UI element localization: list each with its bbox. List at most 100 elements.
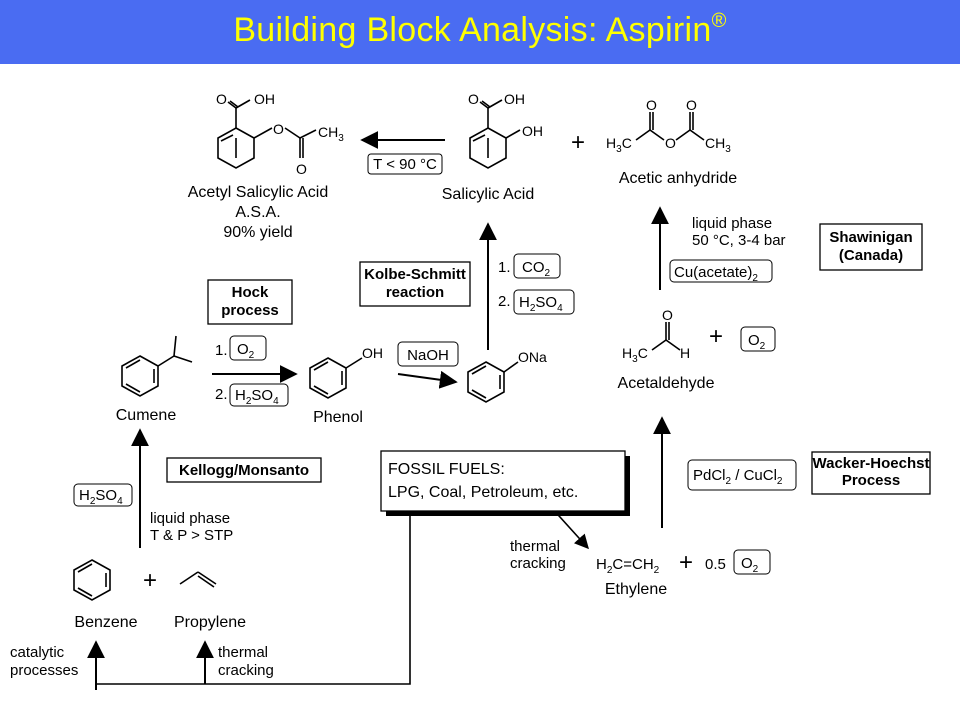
hock-step1-num: 1. xyxy=(215,342,228,359)
acetaldehyde-h3c: H3C xyxy=(622,345,648,365)
phenoxide-ona: ONa xyxy=(518,349,547,365)
o2-box-hock xyxy=(229,335,267,361)
reaction-scheme: O OH O O CH3 Acetyl Salicylic Acid A.S.A… xyxy=(10,91,931,690)
asa-oh: OH xyxy=(254,91,275,107)
anhydride-bridge-o: O xyxy=(665,135,676,151)
thermal-cracking-prop-1: thermal xyxy=(218,644,268,661)
h2so4-label-hock: H2SO4 xyxy=(235,387,279,407)
kolbe-step1-num: 1. xyxy=(498,259,511,276)
benzene-name: Benzene xyxy=(74,614,137,631)
o2-label-acetaldehyde: O2 xyxy=(748,332,766,352)
kolbe-box xyxy=(359,261,471,307)
o2-box-acetaldehyde xyxy=(740,326,776,352)
thermal-cracking-ethylene-2: cracking xyxy=(510,555,566,572)
acetaldehyde-h: H xyxy=(680,345,690,361)
plus-salicylic: + xyxy=(571,129,585,156)
shawinigan-line2: (Canada) xyxy=(839,247,903,264)
acetaldehyde-o: O xyxy=(662,307,673,323)
fossil-box xyxy=(380,450,626,512)
hock-box xyxy=(207,279,293,325)
kolbe-step2-num: 2. xyxy=(498,293,511,310)
cumene-name: Cumene xyxy=(116,407,177,424)
registered-mark: ® xyxy=(711,10,727,32)
ethylene-formula: H2C=CH2 xyxy=(596,556,660,576)
o2-label-hock: O2 xyxy=(237,341,255,361)
salicylic-oh1: OH xyxy=(504,91,525,107)
kellogg-box xyxy=(166,457,322,483)
anhydride-condition-2: 50 °C, 3-4 bar xyxy=(692,232,786,249)
wacker-line2: Process xyxy=(842,472,900,489)
fossil-line2: LPG, Coal, Petroleum, etc. xyxy=(388,484,578,501)
title-label: Building Block Analysis: Aspirin xyxy=(233,11,712,49)
asa-ch3: CH3 xyxy=(318,124,344,144)
anhydride-structure xyxy=(635,112,705,141)
h2so4-box-cumene xyxy=(73,483,133,507)
shawinigan-line1: Shawinigan xyxy=(829,229,912,246)
anhydride-name: Acetic anhydride xyxy=(619,170,737,187)
cumene-structure xyxy=(121,335,193,397)
salicylic-name: Salicylic Acid xyxy=(442,186,534,203)
kolbe-line1: Kolbe-Schmitt xyxy=(364,266,466,283)
pdcl2-box xyxy=(687,459,797,491)
asa-yield: 90% yield xyxy=(223,224,292,241)
salicylic-oh2: OH xyxy=(522,123,543,139)
asa-ester-o: O xyxy=(273,121,284,137)
liquid-phase-line2: T & P > STP xyxy=(150,527,233,544)
plus-acetaldehyde: + xyxy=(709,323,723,350)
anhydride-o2: O xyxy=(686,97,697,113)
salicylic-structure xyxy=(469,99,521,169)
hock-line2: process xyxy=(221,302,279,319)
anhydride-ch3: CH3 xyxy=(705,135,731,155)
salicylic-carbonyl-o: O xyxy=(468,91,479,107)
asa-acyl-o: O xyxy=(296,161,307,177)
asa-name: Acetyl Salicylic Acid xyxy=(188,184,329,201)
propylene-structure xyxy=(179,571,217,588)
wacker-box xyxy=(811,451,931,495)
wacker-line1: Wacker-Hoechst xyxy=(813,455,930,472)
acetaldehyde-structure xyxy=(651,322,681,351)
h2so4-label-kolbe: H2SO4 xyxy=(519,294,563,314)
phenol-name: Phenol xyxy=(313,409,363,426)
ethylene-name: Ethylene xyxy=(605,581,667,598)
co2-label: CO2 xyxy=(522,259,551,279)
anhydride-h3c: H3C xyxy=(606,135,632,155)
anhydride-o1: O xyxy=(646,97,657,113)
h2so4-box-kolbe xyxy=(513,289,575,315)
o2-coefficient: 0.5 xyxy=(705,556,726,573)
pdcl2-label: PdCl2 / CuCl2 xyxy=(693,467,783,487)
phenoxide-structure xyxy=(467,361,519,403)
h2so4-box-hock xyxy=(229,383,289,407)
naoh-box xyxy=(397,341,459,367)
asa-condition: T < 90 °C xyxy=(373,156,437,173)
catalytic-line2: processes xyxy=(10,662,78,679)
title-bar: Building Block Analysis: Aspirin® xyxy=(0,0,960,64)
cu-acetate-label: Cu(acetate)2 xyxy=(674,264,758,284)
liquid-phase-line1: liquid phase xyxy=(150,510,230,527)
h2so4-label-cumene: H2SO4 xyxy=(79,487,123,507)
page-title: Building Block Analysis: Aspirin® xyxy=(0,10,960,50)
co2-box xyxy=(513,253,561,279)
anhydride-condition-1: liquid phase xyxy=(692,215,772,232)
kellogg-label: Kellogg/Monsanto xyxy=(179,462,309,479)
asa-condition-box xyxy=(367,153,443,175)
hock-line1: Hock xyxy=(232,284,269,301)
o2-box-ethylene xyxy=(733,549,771,575)
asa-abbr: A.S.A. xyxy=(235,204,280,221)
benzene-structure xyxy=(73,559,111,601)
asa-structure xyxy=(217,99,317,169)
feed-line xyxy=(96,511,411,685)
naoh-label: NaOH xyxy=(407,347,449,364)
plus-benzene: + xyxy=(143,567,157,594)
acetaldehyde-name: Acetaldehyde xyxy=(618,375,715,392)
asa-carbonyl-o: O xyxy=(216,91,227,107)
shawinigan-box xyxy=(819,223,923,271)
propylene-name: Propylene xyxy=(174,614,246,631)
phenol-structure xyxy=(309,357,363,399)
kolbe-line2: reaction xyxy=(386,284,444,301)
plus-ethylene: + xyxy=(679,549,693,576)
thermal-cracking-prop-2: cracking xyxy=(218,662,274,679)
o2-label-ethylene: O2 xyxy=(741,555,759,575)
arrow-to-phenoxide xyxy=(397,370,458,389)
fossil-line1: FOSSIL FUELS: xyxy=(388,461,505,478)
thermal-cracking-ethylene-1: thermal xyxy=(510,538,560,555)
